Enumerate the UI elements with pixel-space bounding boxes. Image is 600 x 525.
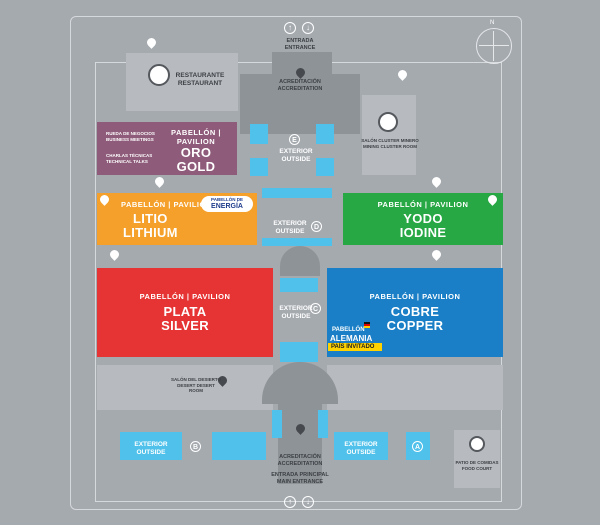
lower-left-area bbox=[97, 365, 273, 410]
up-arrow-icon: ↑ bbox=[284, 496, 296, 508]
outside-a-label: EXTERIOR OUTSIDE bbox=[344, 441, 378, 456]
restaurant-block bbox=[126, 53, 238, 111]
outside-d-label: EXTERIOR OUTSIDE bbox=[273, 220, 307, 235]
bottom-corridor-tile bbox=[272, 410, 282, 438]
pavilion-oro-gold[interactable]: PABELLÓN | PAVILION ORO GOLD bbox=[97, 122, 237, 175]
compass-n: N bbox=[490, 20, 495, 26]
pavilion-name-en: COPPER bbox=[386, 318, 444, 333]
desert-room-label: SALÓN DEL DESIERTO DESERT DESERT ROOM bbox=[170, 377, 222, 393]
pavilion-label: PABELLÓN | PAVILION bbox=[171, 128, 221, 146]
outside-c-marker: C bbox=[310, 303, 321, 314]
outside-c-label: EXTERIOR OUTSIDE bbox=[279, 305, 313, 320]
bottom-corridor-tile bbox=[318, 410, 328, 438]
outside-d-tile bbox=[262, 238, 332, 246]
outside-e-label: EXTERIOR OUTSIDE bbox=[279, 148, 313, 163]
energy-badge-line1: PABELLÓN DE bbox=[211, 197, 243, 202]
outside-e-tile bbox=[250, 158, 268, 176]
helmet-icon bbox=[378, 112, 398, 132]
pavilion-name-es: YODO bbox=[403, 211, 443, 226]
alemania-badge: PABELLÓN ALEMANIA PAÍS INVITADO bbox=[328, 327, 384, 355]
outside-b-tile bbox=[212, 432, 266, 460]
outside-d-marker: D bbox=[311, 221, 322, 232]
outside-e-tile bbox=[250, 124, 268, 144]
main-entrance-label: ENTRADA PRINCIPAL MAIN ENTRANCE bbox=[271, 472, 329, 485]
central-arch bbox=[280, 246, 320, 276]
outer-path bbox=[70, 16, 522, 510]
outside-d-tile bbox=[262, 188, 332, 198]
compass-icon: N bbox=[476, 20, 512, 64]
outside-c-tile bbox=[280, 278, 318, 292]
pavilion-label: PABELLÓN | PAVILION bbox=[369, 292, 461, 301]
pavilion-label: PABELLÓN | PAVILION bbox=[377, 200, 469, 209]
outside-e-tile bbox=[316, 124, 334, 144]
lower-right-area bbox=[327, 365, 503, 410]
pavilion-name-en: GOLD bbox=[176, 159, 216, 174]
technical-talks-note: CHARLAS TÉCNICAS TECHNICAL TALKS bbox=[106, 153, 153, 164]
outside-b-marker: B bbox=[190, 441, 201, 452]
top-accreditation-label: ACREDITACIÓN ACCREDITATION bbox=[277, 79, 323, 92]
pavilion-name-en: IODINE bbox=[399, 225, 447, 240]
pavilion-label: PABELLÓN | PAVILION bbox=[121, 200, 212, 209]
outside-b-tile bbox=[120, 432, 182, 460]
down-arrow-icon: ↓ bbox=[302, 22, 314, 34]
up-arrow-icon: ↑ bbox=[284, 22, 296, 34]
outside-b-label: EXTERIOR OUTSIDE bbox=[134, 441, 168, 456]
pavilion-name-es: COBRE bbox=[390, 304, 440, 319]
top-corridor bbox=[272, 52, 332, 74]
top-entrance-label: ENTRADA ENTRANCE bbox=[284, 38, 316, 51]
outside-e-marker: E bbox=[289, 134, 300, 145]
pavilion-plata-silver[interactable]: PABELLÓN | PAVILION PLATA SILVER bbox=[97, 268, 273, 357]
germany-flag-icon bbox=[364, 322, 370, 328]
mining-cluster-label: SALÓN CLUSTER MINERO MINING CLUSTER ROOM bbox=[361, 138, 419, 149]
down-arrow-icon: ↓ bbox=[302, 496, 314, 508]
outside-e-tile bbox=[316, 158, 334, 176]
pavilion-name-es: PLATA bbox=[163, 304, 207, 319]
alemania-line2: ALEMANIA bbox=[330, 334, 373, 343]
pavilion-name-es: LITIO bbox=[133, 211, 168, 226]
food-court-icon bbox=[469, 436, 485, 452]
pavilion-name-en: SILVER bbox=[161, 318, 209, 333]
bottom-accreditation-label: ACREDITACIÓN ACCREDITATION bbox=[277, 454, 323, 467]
energy-badge: PABELLÓN DE ENERGÍA bbox=[201, 196, 253, 212]
pavilion-name-en: LITHIUM bbox=[123, 225, 178, 240]
fork-knife-icon bbox=[148, 64, 170, 86]
alemania-line3: PAÍS INVITADO bbox=[328, 343, 382, 351]
food-court-label: PATIO DE COMIDAS FOOD COURT bbox=[455, 460, 499, 471]
pavilion-litio-lithium[interactable]: PABELLÓN | PAVILION LITIO LITHIUM bbox=[97, 193, 257, 245]
alemania-line1: PABELLÓN bbox=[332, 327, 365, 333]
restaurant-label: RESTAURANTE RESTAURANT bbox=[175, 72, 225, 87]
mining-cluster-block bbox=[362, 95, 416, 175]
energy-badge-line2: ENERGÍA bbox=[211, 203, 243, 210]
pavilion-label: PABELLÓN | PAVILION bbox=[139, 292, 231, 301]
pavilion-yodo-iodine[interactable]: PABELLÓN | PAVILION YODO IODINE bbox=[343, 193, 503, 245]
business-meetings-note: RUEDA DE NEGOCIOS BUSINESS MEETINGS bbox=[106, 131, 155, 142]
pavilion-name-es: ORO bbox=[180, 145, 212, 160]
outside-a-tile bbox=[334, 432, 388, 460]
pavilion-cobre-copper[interactable]: PABELLÓN | PAVILION COBRE COPPER bbox=[327, 268, 503, 357]
bottom-corridor bbox=[278, 404, 322, 484]
outside-a-marker: A bbox=[412, 441, 423, 452]
outside-c-tile bbox=[280, 342, 318, 362]
